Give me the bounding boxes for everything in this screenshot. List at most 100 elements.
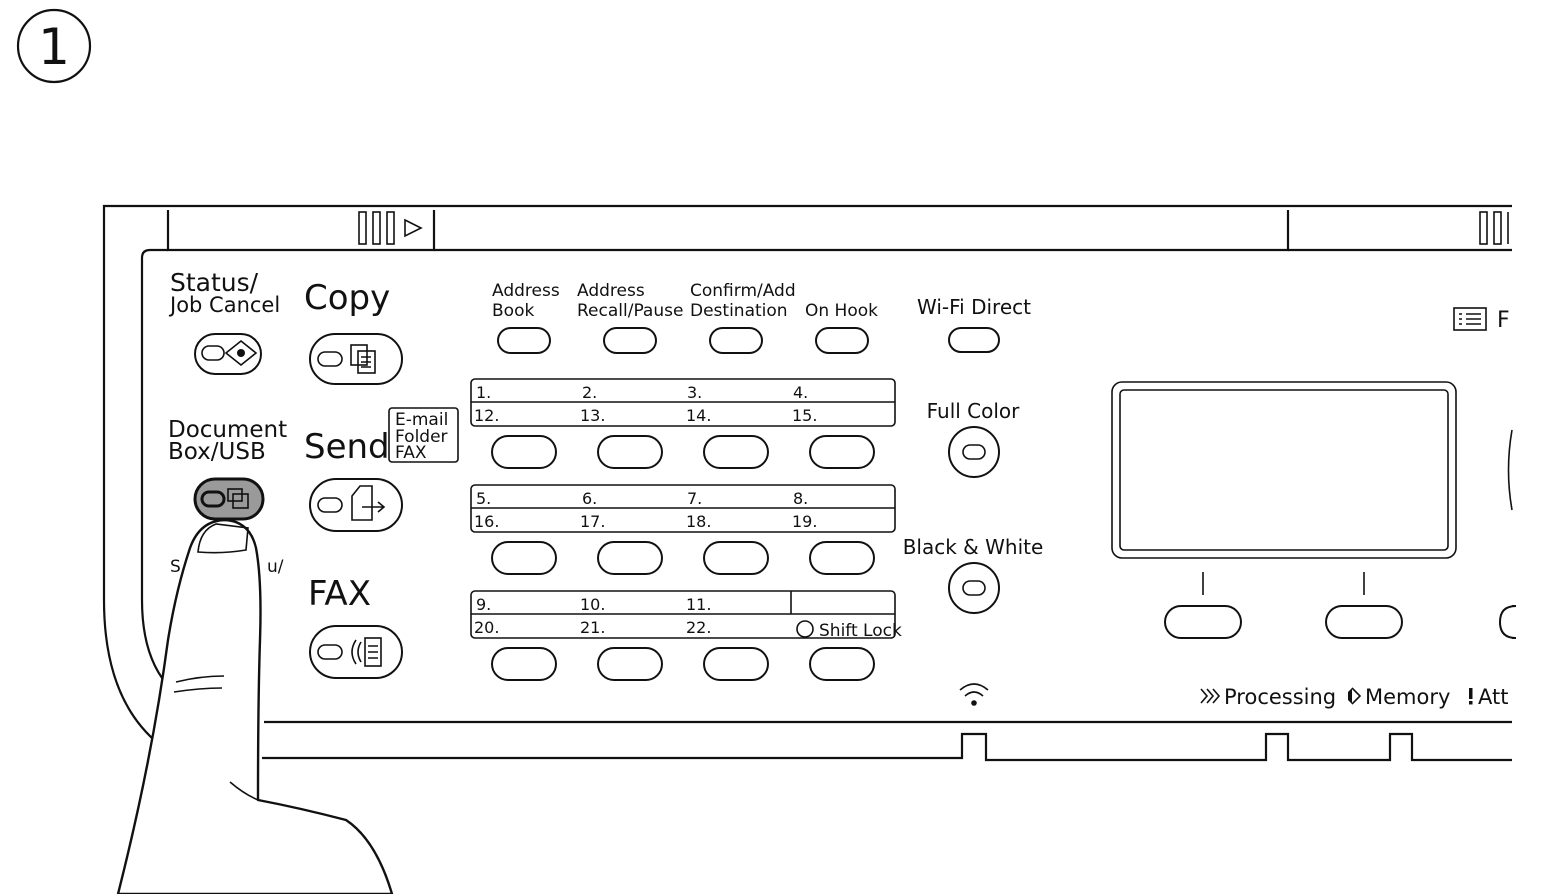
status-job-cancel-button[interactable] [194, 333, 262, 375]
one-touch-key[interactable] [491, 435, 557, 469]
slider-marks-right [1479, 211, 1509, 245]
fax-icon [351, 637, 382, 667]
soft-key-right[interactable] [1325, 605, 1403, 639]
key-label: 16. [474, 512, 499, 531]
shift-lock-key[interactable] [809, 647, 875, 681]
right-column-keys: Wi-Fi Direct Full Color Black & White [903, 295, 1044, 706]
full-color-label: Full Color [927, 399, 1021, 423]
soft-key-left[interactable] [1164, 605, 1242, 639]
step-number: 1 [38, 18, 70, 76]
key-label: 6. [582, 489, 597, 508]
key-label: 15. [792, 406, 817, 425]
key-label: 4. [793, 383, 808, 402]
slider-marks-left [358, 211, 423, 245]
top-key-2-line2: Recall/Pause [577, 301, 683, 321]
partial-label-left: S [170, 557, 181, 577]
black-white-label: Black & White [903, 535, 1044, 559]
key-label: 10. [580, 595, 605, 614]
top-key-2-line1: Address [577, 281, 645, 301]
send-box-line3: FAX [395, 443, 427, 463]
top-key-1-line1: Address [492, 281, 560, 301]
on-hook-button[interactable] [815, 327, 869, 354]
document-box-icon [227, 488, 249, 509]
top-key-1-line2: Book [492, 301, 534, 321]
attention-icon [1469, 688, 1473, 705]
partial-label-right: u/ [267, 557, 284, 577]
one-touch-key[interactable] [491, 541, 557, 575]
document-box-label-line2: Box/USB [168, 439, 266, 465]
send-button[interactable] [309, 478, 403, 532]
key-label: 17. [580, 512, 605, 531]
fax-button[interactable] [309, 625, 403, 679]
shift-lock-indicator [796, 620, 814, 638]
key-label: 22. [686, 618, 711, 637]
one-touch-row-1: 1. 2. 3. 4. 12. 13. 14. 15. [470, 378, 896, 469]
attention-partial-label: Att [1478, 685, 1508, 709]
key-label: 8. [793, 489, 808, 508]
top-keys: Address Book Address Recall/Pause Confir… [492, 281, 878, 354]
one-touch-key[interactable] [597, 647, 663, 681]
address-book-button[interactable] [497, 327, 551, 354]
key-label: 21. [580, 618, 605, 637]
send-icon [351, 485, 386, 521]
top-key-4-line2: On Hook [805, 301, 878, 321]
key-label: 9. [476, 595, 491, 614]
step-circle: 1 [16, 8, 92, 84]
send-label: Send [304, 427, 390, 467]
finger-illustration [116, 518, 394, 894]
wifi-direct-button[interactable] [948, 327, 1000, 353]
key-label: 18. [686, 512, 711, 531]
one-touch-key[interactable] [491, 647, 557, 681]
address-recall-pause-button[interactable] [603, 327, 657, 354]
wifi-direct-label: Wi-Fi Direct [917, 295, 1031, 319]
status-indicators: Processing Memory Att [1200, 685, 1508, 709]
display-screen [1111, 381, 1517, 639]
document-box-label-line1: Document [168, 417, 287, 443]
processing-icon [1200, 688, 1221, 704]
top-key-3-line1: Confirm/Add [690, 281, 796, 301]
key-label: 19. [792, 512, 817, 531]
memory-icon [1348, 687, 1362, 705]
key-label: 20. [474, 618, 499, 637]
one-touch-key[interactable] [809, 541, 875, 575]
black-white-button[interactable] [948, 562, 1000, 614]
function-menu-icon [1453, 307, 1487, 331]
key-label: 12. [474, 406, 499, 425]
wifi-icon [959, 683, 989, 706]
key-label: 7. [687, 489, 702, 508]
panel-frame [102, 204, 1512, 762]
one-touch-key[interactable] [597, 541, 663, 575]
send-box-line2: Folder [395, 427, 448, 447]
confirm-add-destination-button[interactable] [709, 327, 763, 354]
one-touch-key[interactable] [597, 435, 663, 469]
status-job-cancel-group: Status/ Job Cancel [168, 268, 280, 375]
one-touch-key[interactable] [703, 647, 769, 681]
key-label: 14. [686, 406, 711, 425]
function-menu-group: F [1453, 307, 1510, 333]
status-icon [224, 339, 258, 367]
processing-label: Processing [1224, 685, 1336, 709]
copy-button[interactable] [309, 333, 403, 385]
send-group: Send E-mail Folder FAX [304, 407, 459, 532]
memory-label: Memory [1365, 685, 1450, 709]
send-box-line1: E-mail [395, 410, 448, 430]
fax-label: FAX [308, 574, 371, 614]
one-touch-key[interactable] [703, 541, 769, 575]
one-touch-row-3: 9. 10. 11. 20. 21. 22. Shift Lock [470, 590, 902, 681]
full-color-button[interactable] [948, 426, 1000, 478]
document-box-usb-button[interactable] [193, 477, 265, 521]
one-touch-key[interactable] [703, 435, 769, 469]
key-label: 2. [582, 383, 597, 402]
key-label: 13. [580, 406, 605, 425]
key-label: 3. [687, 383, 702, 402]
status-label-line1: Status/ [170, 268, 259, 297]
copy-group: Copy [304, 278, 403, 385]
one-touch-key[interactable] [809, 435, 875, 469]
one-touch-row-2: 5. 6. 7. 8. 16. 17. 18. 19. [470, 484, 896, 575]
key-label: 11. [686, 595, 711, 614]
status-label-line2: Job Cancel [168, 293, 280, 317]
copy-label: Copy [304, 278, 390, 318]
fax-group: FAX [308, 574, 403, 679]
copy-icon [350, 344, 376, 374]
